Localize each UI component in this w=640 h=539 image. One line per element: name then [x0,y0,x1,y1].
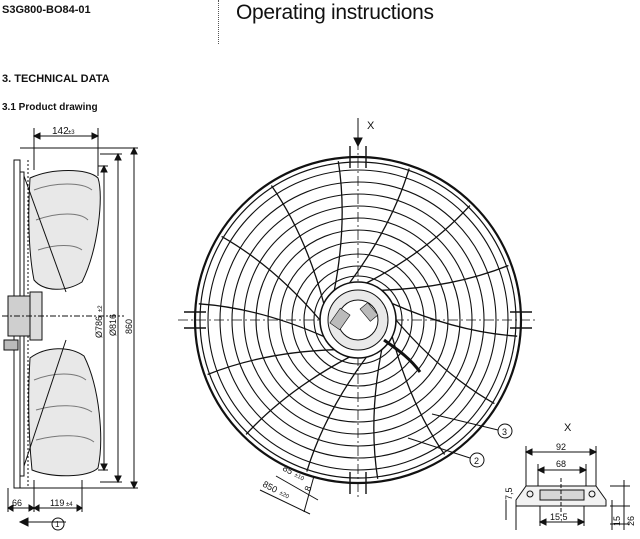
guard-spoke [270,185,325,304]
guard-spoke [207,349,335,376]
guard-spokes [198,161,518,479]
guard-spoke [373,349,383,479]
dim-15-5: 15,5 [550,512,568,522]
dim-860: 860 [124,319,134,334]
dim-68: 68 [556,459,566,469]
callout-3-marker [497,423,513,439]
detail-view [505,446,630,530]
guard-ring [219,181,497,459]
dim-85-tolerance: ±10 [293,472,305,482]
axis-x-label-front: X [367,120,375,132]
guard-ring [207,169,509,471]
side-view [2,128,138,531]
guard-spoke [381,264,509,291]
callout-3-label: 3 [502,427,507,437]
document-title: Operating instructions [236,1,434,24]
guard-ring [243,205,473,435]
dim-850-tolerance: ±20 [278,490,290,500]
dim-850: 850 [261,479,279,495]
dim-119: 119 [50,498,64,508]
guard-spoke [333,161,343,291]
dim-dia-816: Ø816 [108,314,118,336]
guard-spoke [366,205,471,284]
dim-8: 8 [302,485,313,493]
document-code: S3G800-BO84-01 [2,4,91,16]
dim-142-tolerance: ±3 [68,130,75,136]
cable-gland [3,339,19,351]
dim-15: 15 [612,516,622,526]
callout-2-marker [469,452,485,468]
guard-spoke [306,356,368,472]
cable [383,338,422,373]
dim-dia-786-tolerance: ±2 [98,305,104,312]
dim-66: 66 [12,498,22,508]
guard-ring [231,193,485,447]
guard-spoke [198,303,325,338]
dim-119-tolerance: ±4 [66,502,73,508]
guard-ring [303,265,413,375]
guard-spoke [348,168,410,284]
guard-spoke [391,302,518,337]
front-view [178,118,538,515]
guard-ring [313,275,403,365]
guard-spoke [221,235,321,321]
axis-x-label-detail: X [564,422,572,434]
dim-7-5: 7,5 [504,487,514,500]
guard-outer-ring [193,155,523,485]
section-title: 3. TECHNICAL DATA [2,73,110,85]
guard-ring [255,217,461,423]
dim-85: 85 [281,463,295,477]
callout-1-marker [51,517,65,531]
guard-spoke [395,319,495,405]
guard-ring [291,253,425,387]
dim-26: 26 [626,516,636,526]
callout-1-label: 1 [55,520,60,529]
mounting-feet [184,146,532,494]
subsection-title: 3.1 Product drawing [2,102,98,113]
blade-lower [28,348,102,477]
guard-spoke [245,356,350,435]
dim-dia-786: Ø786 [94,316,104,338]
callout-2-label: 2 [474,456,479,466]
guard-ring [267,229,449,411]
guard-spoke [391,336,446,455]
dim-92: 92 [556,442,566,452]
dim-142: 142 [52,126,69,137]
blade-upper [28,170,101,290]
header-divider [218,0,220,44]
